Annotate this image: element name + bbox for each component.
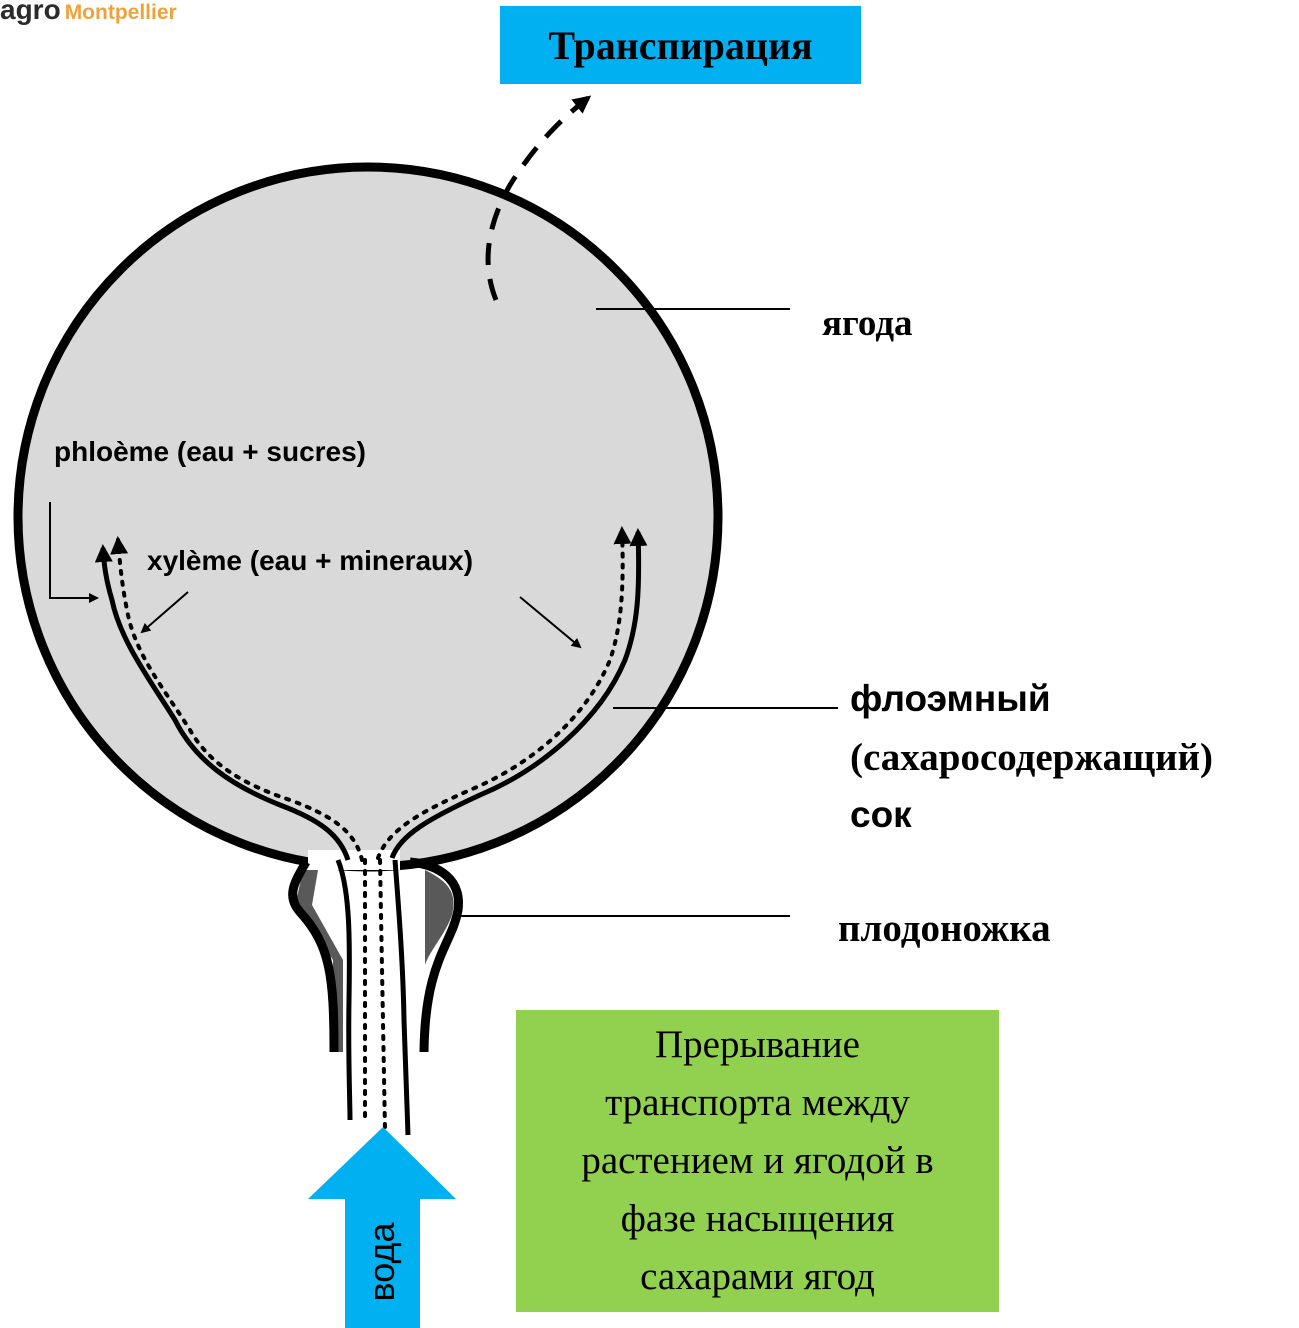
interruption-box: Прерывание транспорта между растением и … xyxy=(516,1010,999,1312)
transpiration-label: Транспирация xyxy=(548,22,812,69)
transpiration-box: Транспирация xyxy=(500,6,861,84)
phloem-sap-label-line2: (сахаросодержащий) xyxy=(850,735,1213,780)
xylem-fr-label: xylème (eau + mineraux) xyxy=(147,545,473,577)
phloem-fr-label: phloème (eau + sucres) xyxy=(54,436,366,468)
water-label: вода xyxy=(361,1223,403,1302)
xylem-dotted-stem-b xyxy=(380,860,385,1130)
berry-circle xyxy=(18,167,718,867)
logo-montpellier: Montpellier xyxy=(65,1,177,24)
berry-base-opening xyxy=(308,850,400,870)
logo-agro: agro xyxy=(0,0,61,25)
phloem-sap-label-line3: сок xyxy=(850,794,912,836)
interruption-text: Прерывание транспорта между растением и … xyxy=(581,1016,933,1306)
berry-label: ягода xyxy=(822,302,913,345)
pedicel-label: плодоножка xyxy=(838,906,1051,951)
phloem-sap-label-line1: флоэмный xyxy=(850,678,1051,720)
vascular-right-wall xyxy=(395,860,408,1135)
